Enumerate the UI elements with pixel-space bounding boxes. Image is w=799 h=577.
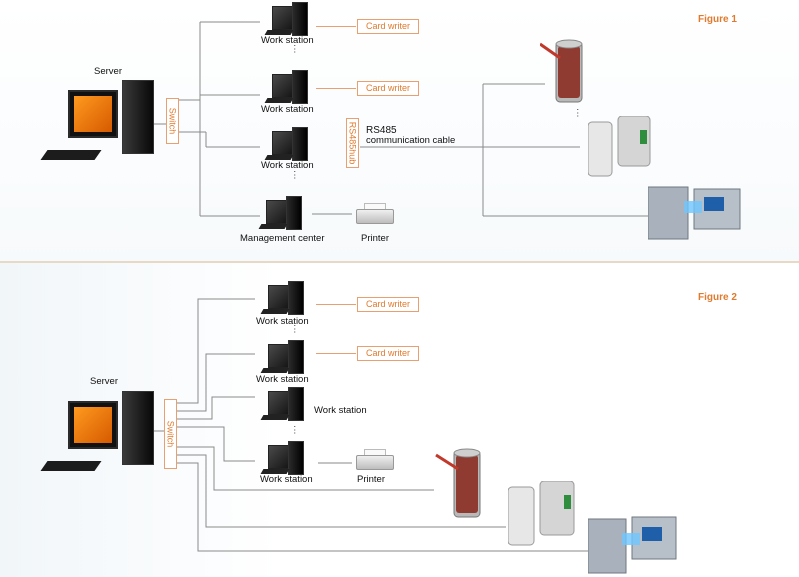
- card-writer-link: [316, 304, 356, 305]
- tripod-turnstile-icon: [435, 448, 481, 518]
- card-writer-label: Card writer: [357, 19, 419, 34]
- workstation-computer-icon: [260, 281, 308, 315]
- figure-2-title: Figure 2: [698, 292, 737, 303]
- printer-icon: [356, 449, 394, 470]
- flap-barrier-icon: [588, 116, 651, 177]
- card-writer-label: Card writer: [357, 346, 419, 361]
- switch-box: Switch: [164, 399, 177, 469]
- rs485-hub-label: RS485hub: [347, 121, 358, 165]
- switch-label: Switch: [165, 420, 176, 448]
- management-computer-icon: [258, 196, 310, 230]
- management-center-label: Management center: [240, 233, 325, 244]
- printer-label: Printer: [361, 233, 389, 244]
- flap-barrier-icon: [508, 481, 575, 546]
- printer-label: Printer: [357, 474, 385, 485]
- workstation-computer-icon: [264, 127, 312, 161]
- figure-divider: [0, 261, 799, 263]
- workstation-computer-icon: [260, 340, 308, 374]
- workstation-computer-icon: [260, 387, 308, 421]
- workstation-label: Work station: [261, 104, 314, 115]
- ellipsis-dots: ⋮: [290, 44, 300, 55]
- printer-icon: [356, 203, 394, 224]
- workstation-label: Work station: [260, 474, 313, 485]
- card-writer-label: Card writer: [357, 81, 419, 96]
- ellipsis-dots: ⋮: [290, 324, 300, 335]
- tripod-turnstile-icon: [540, 39, 583, 103]
- workstation-computer-icon: [260, 441, 308, 475]
- ellipsis-dots: ⋮: [290, 425, 300, 436]
- server-computer-icon: [40, 80, 160, 162]
- swing-barrier-icon: [648, 186, 741, 240]
- ellipsis-dots: ⋮: [573, 108, 583, 119]
- communication-cable-label: communication cable: [366, 135, 456, 146]
- workstation-label: Work station: [256, 374, 309, 385]
- server-label: Server: [90, 376, 118, 387]
- card-writer-link: [316, 353, 356, 354]
- rs485-hub-box: RS485hub: [346, 118, 359, 168]
- server-computer-icon: [40, 391, 160, 473]
- card-writer-link: [316, 26, 356, 27]
- rs485-label: RS485: [366, 125, 397, 136]
- figure-1-title: Figure 1: [698, 14, 737, 25]
- workstation-computer-icon: [264, 2, 312, 36]
- workstation-label: Work station: [314, 405, 367, 416]
- workstation-label: Work station: [261, 35, 314, 46]
- figure-2-connection-lines: [140, 298, 588, 552]
- swing-barrier-icon: [588, 516, 677, 574]
- workstation-label: Work station: [256, 316, 309, 327]
- card-writer-label: Card writer: [357, 297, 419, 312]
- workstation-computer-icon: [264, 70, 312, 104]
- figure-1-panel: Figure 1 Server Switch Work station Card…: [0, 0, 799, 262]
- switch-box: Switch: [166, 98, 179, 144]
- server-label: Server: [94, 66, 122, 77]
- card-writer-link: [316, 88, 356, 89]
- ellipsis-dots: ⋮: [290, 170, 300, 181]
- figure-2-panel: Figure 2 Server Switch Work station Card…: [0, 263, 799, 577]
- switch-label: Switch: [167, 107, 178, 135]
- workstation-label: Work station: [261, 160, 314, 171]
- figure-1-connection-lines: [140, 21, 648, 217]
